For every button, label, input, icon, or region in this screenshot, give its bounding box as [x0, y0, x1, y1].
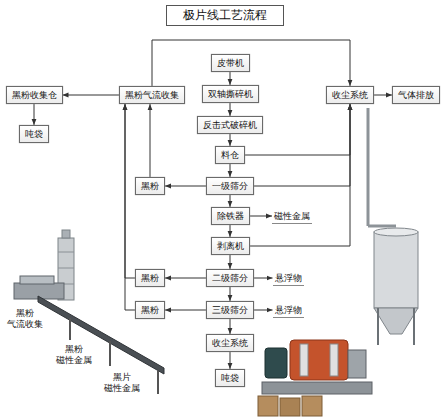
process-box: 黑粉: [135, 177, 165, 195]
flow-arrow: [152, 40, 350, 86]
flow-arrow: [230, 195, 231, 207]
flow-arrow: [230, 287, 231, 301]
illustration-label: 黑粉 磁性金属: [55, 344, 93, 366]
node-text: 吨袋: [221, 372, 239, 384]
process-box: 黑粉: [135, 301, 165, 319]
process-box: 一级筛分: [206, 177, 254, 195]
conveyor-leg: [109, 341, 111, 366]
node-text: 皮带机: [217, 57, 244, 69]
motor: [265, 348, 287, 378]
process-box: 剥离机: [211, 237, 250, 255]
node-text: 一级筛分: [212, 180, 248, 192]
node-text: 悬浮物: [275, 304, 302, 316]
flow-arrow: [254, 310, 273, 311]
output-label: 悬浮物: [273, 303, 304, 318]
process-box: 收尘系统: [326, 86, 374, 104]
flow-arrow: [254, 104, 350, 186]
silo-top: [374, 228, 418, 236]
flow-arrow: [374, 95, 392, 96]
dust-pipe: [368, 225, 396, 228]
node-text: 剥离机: [217, 240, 244, 252]
discharge-end: [348, 350, 366, 378]
flow-arrow: [230, 255, 231, 269]
flow-arrow: [34, 104, 35, 125]
process-box: 吨袋: [19, 125, 49, 143]
illustration-label: 黑片 磁性金属: [103, 372, 141, 394]
process-box: 双轴撕碎机: [202, 85, 259, 103]
node-text: 料仓: [221, 149, 239, 161]
dust-pipe: [367, 108, 370, 226]
process-box: 除铁器: [211, 207, 250, 225]
node-text: 三级筛分: [212, 304, 248, 316]
process-box: 黑粉: [135, 269, 165, 287]
node-text: 气体排放: [398, 89, 434, 101]
node-text: 双轴撕碎机: [208, 88, 253, 100]
separator-illustration: [258, 108, 418, 416]
process-box: 三级筛分: [206, 301, 254, 319]
silo-cone: [374, 308, 418, 334]
hopper-top: [20, 276, 54, 284]
process-box: 反击式破碎机: [197, 116, 263, 134]
node-text: 除铁器: [217, 210, 244, 222]
flow-arrow: [250, 216, 273, 217]
ton-bag: [280, 398, 300, 416]
process-box: 皮带机: [211, 54, 250, 72]
drum-band: [330, 344, 338, 376]
tower-cap: [62, 230, 70, 238]
diagram-title: 极片线工艺流程: [166, 5, 284, 26]
flow-arrow: [165, 186, 206, 187]
process-box: 吨袋: [215, 369, 245, 387]
process-box: 气体排放: [392, 86, 440, 104]
process-box: 二级筛分: [206, 269, 254, 287]
illustration-label: 黑粉 气流收集: [6, 308, 44, 330]
flow-arrow: [125, 104, 135, 278]
node-text: 黑粉: [141, 272, 159, 284]
flow-arrow: [254, 278, 273, 279]
flow-arrow: [230, 103, 231, 116]
node-text: 黑粉气流收集: [125, 89, 179, 101]
output-label: 悬浮物: [273, 271, 304, 286]
process-box: 黑粉收集仓: [6, 86, 63, 104]
node-text: 黑粉: [141, 304, 159, 316]
flow-arrow: [230, 225, 231, 237]
process-box: 黑粉气流收集: [119, 86, 185, 104]
conveyor-leg: [157, 371, 159, 394]
tower-band: [58, 268, 74, 269]
flow-arrow: [165, 278, 206, 279]
ton-bag: [258, 396, 278, 416]
flow-arrow: [165, 310, 206, 311]
conveyor-belt: [38, 296, 164, 374]
node-text: 黑粉收集仓: [12, 89, 57, 101]
flow-arrow: [230, 72, 231, 85]
node-text: 二级筛分: [212, 272, 248, 284]
tower-band: [58, 252, 74, 253]
ton-bag: [302, 396, 322, 416]
flow-arrow: [230, 164, 231, 177]
conveyor-leg: [69, 318, 71, 340]
flow-arrow: [230, 134, 231, 146]
node-text: 收尘系统: [332, 89, 368, 101]
process-box: 料仓: [215, 146, 245, 164]
silo-leg: [413, 308, 415, 345]
node-text: 悬浮物: [275, 272, 302, 284]
flow-arrow: [230, 352, 231, 369]
node-text: 黑粉: [141, 180, 159, 192]
flow-arrow: [63, 95, 120, 96]
flow-arrow: [150, 104, 151, 177]
flow-arrow: [230, 319, 231, 334]
node-text: 反击式破碎机: [203, 119, 257, 131]
node-text: 吨袋: [25, 128, 43, 140]
process-box: 收尘系统: [206, 334, 254, 352]
output-label: 磁性金属: [272, 209, 312, 224]
separator-drum: [290, 340, 348, 380]
flow-arrow: [125, 104, 135, 310]
node-text: 磁性金属: [274, 210, 310, 222]
silo: [374, 232, 418, 308]
flow-arrow: [250, 104, 351, 246]
node-text: 收尘系统: [212, 337, 248, 349]
machine-base: [262, 382, 372, 394]
silo-leg: [377, 308, 379, 345]
drum-band: [300, 344, 308, 376]
